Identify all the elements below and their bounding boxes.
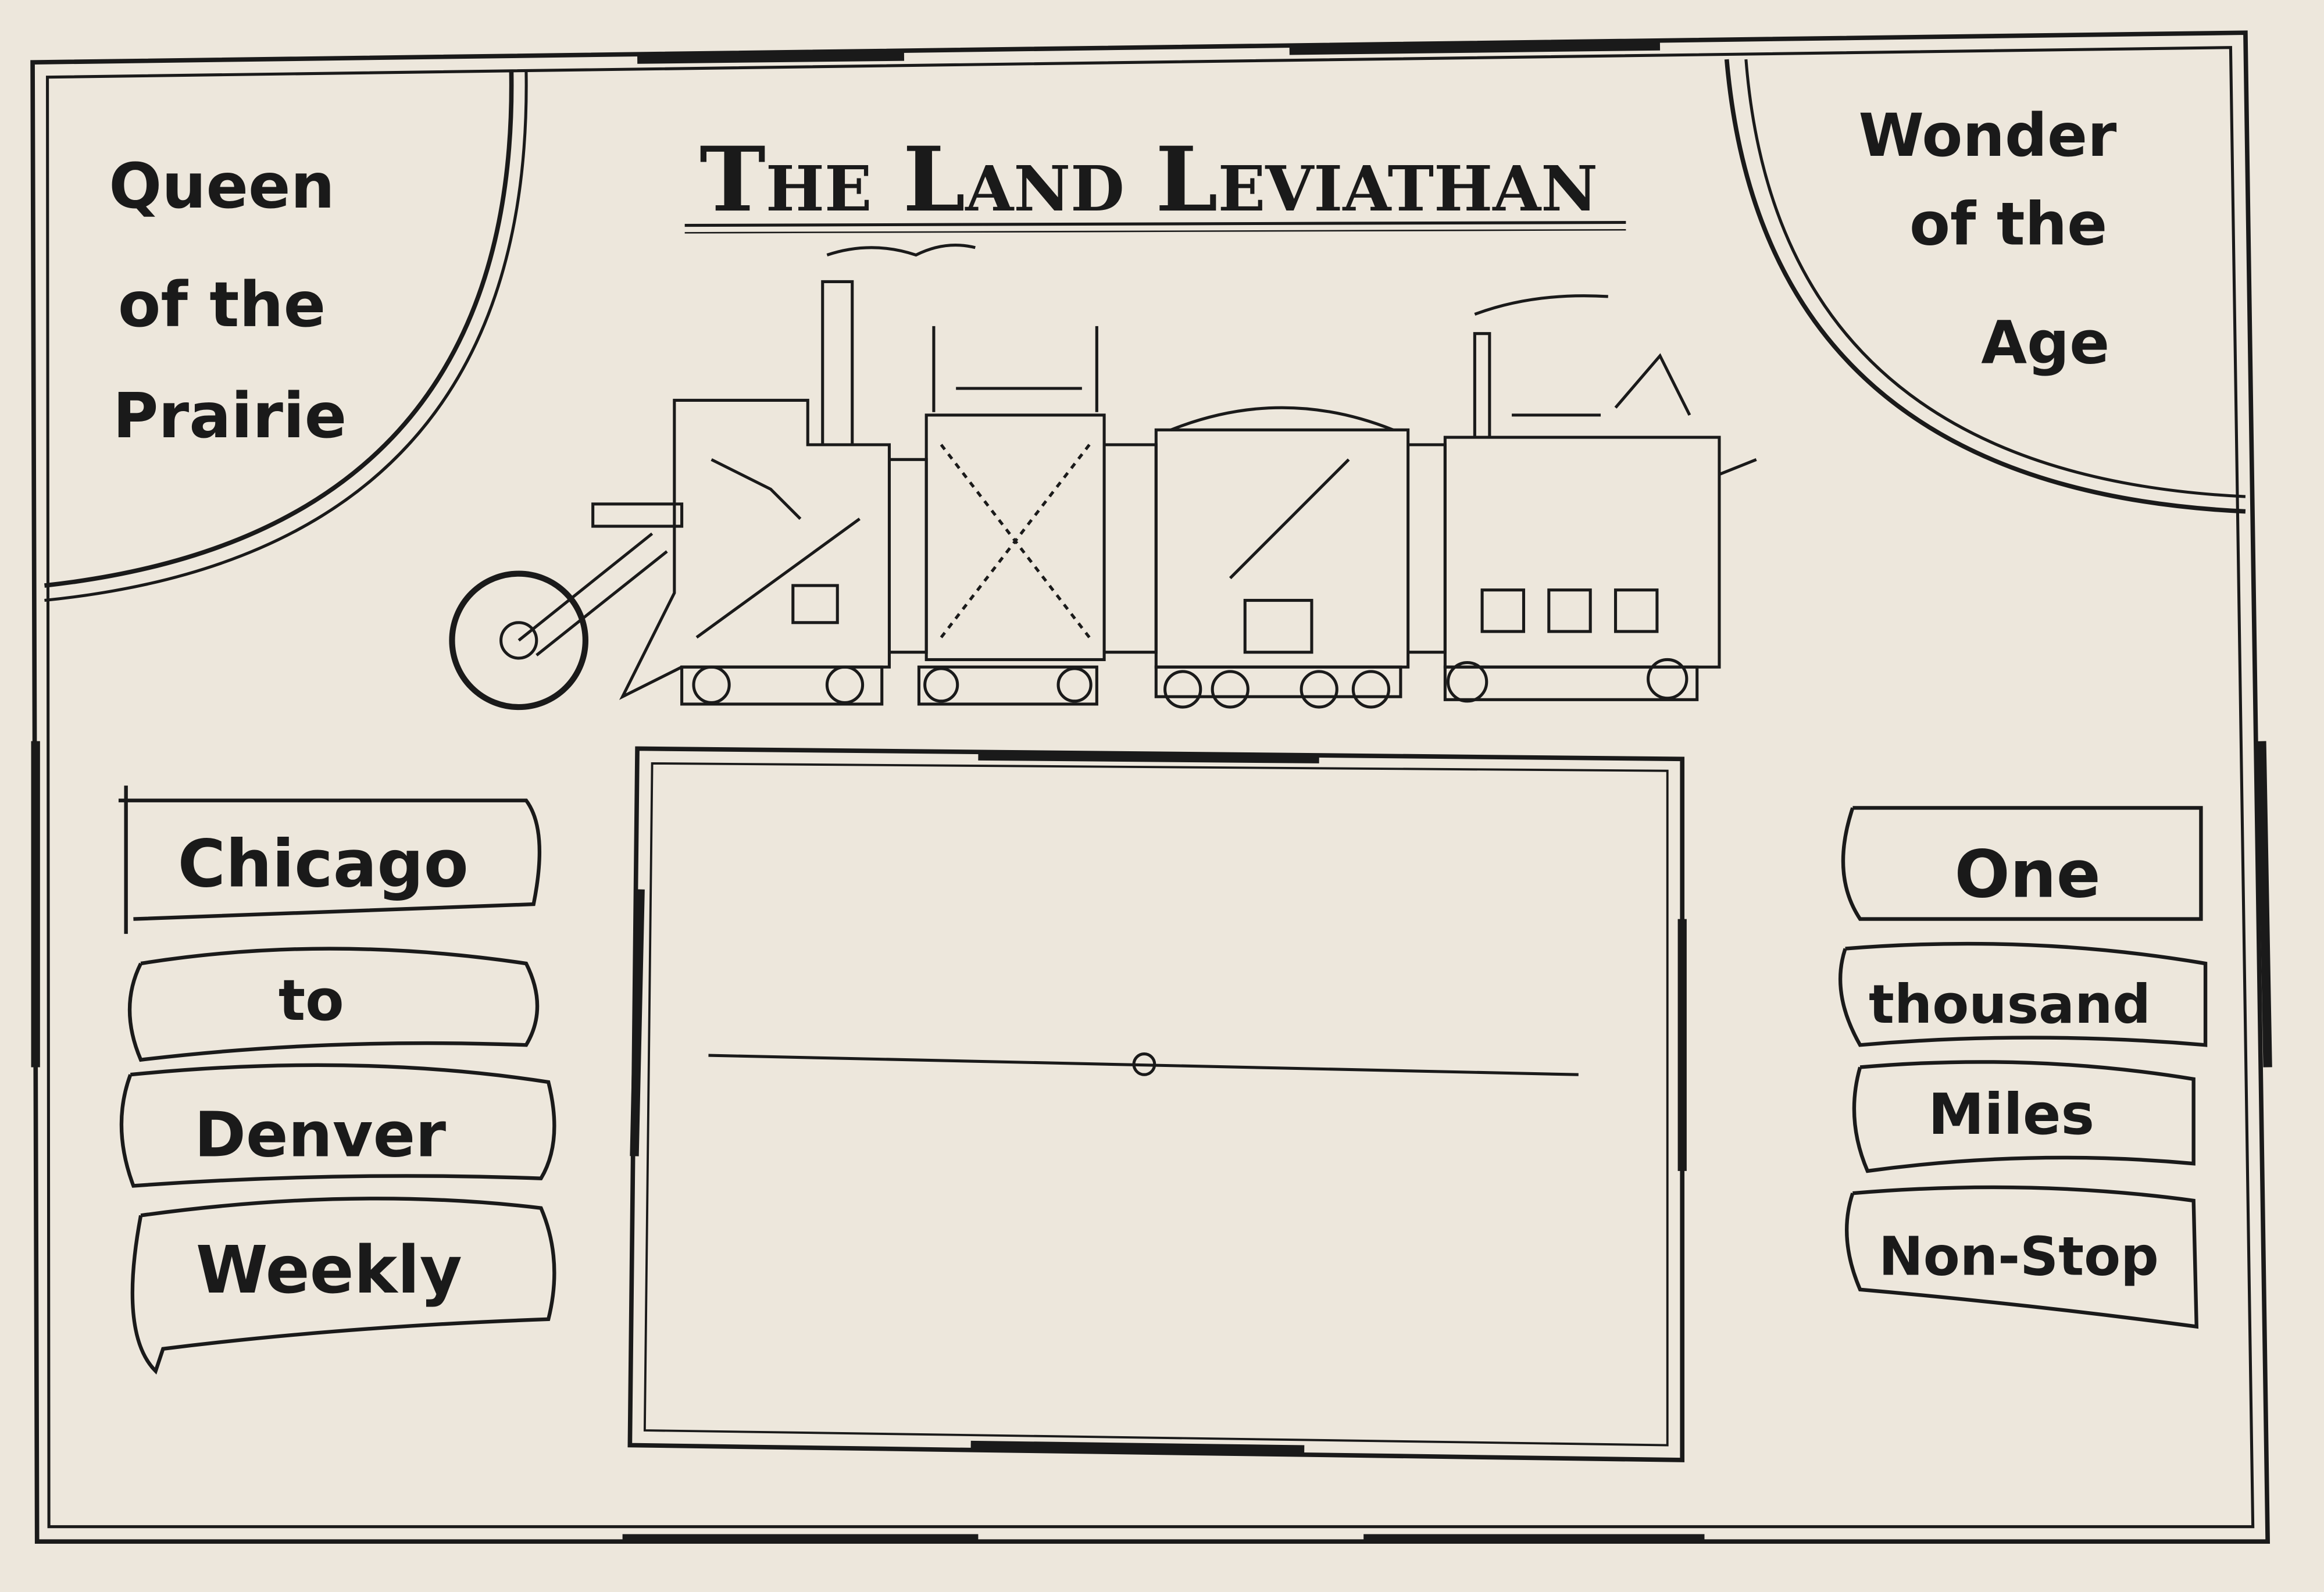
banner-text-chicago: Chicago <box>178 826 469 902</box>
outer-border <box>30 30 2272 1544</box>
banner-text-miles: Miles <box>1928 1081 2094 1147</box>
corner-arc-top-left <box>44 71 528 602</box>
title-underline <box>684 220 1626 234</box>
center-frame <box>627 746 1687 1462</box>
center-divider-line <box>708 1052 1579 1076</box>
corner-text-top-left: Queen of the Prairie <box>109 151 356 452</box>
banner-text-non-stop: Non-Stop <box>1879 1225 2159 1287</box>
corner-arc-top-right <box>1724 59 2246 514</box>
banner-text-denver: Denver <box>194 1099 446 1171</box>
banner-text-one: One <box>1955 837 2101 912</box>
land-leviathan-train-illustration <box>449 244 1757 711</box>
banner-text-to: to <box>279 968 344 1033</box>
banner-text-thousand: thousand <box>1869 973 2151 1036</box>
banner-text-weekly: Weekly <box>196 1233 462 1308</box>
right-banners <box>1838 806 2208 1329</box>
poster-title: The Land Leviathan <box>699 127 1598 232</box>
left-banners <box>118 786 556 1375</box>
corner-text-top-right: Wonder of the Age <box>1859 101 2137 378</box>
